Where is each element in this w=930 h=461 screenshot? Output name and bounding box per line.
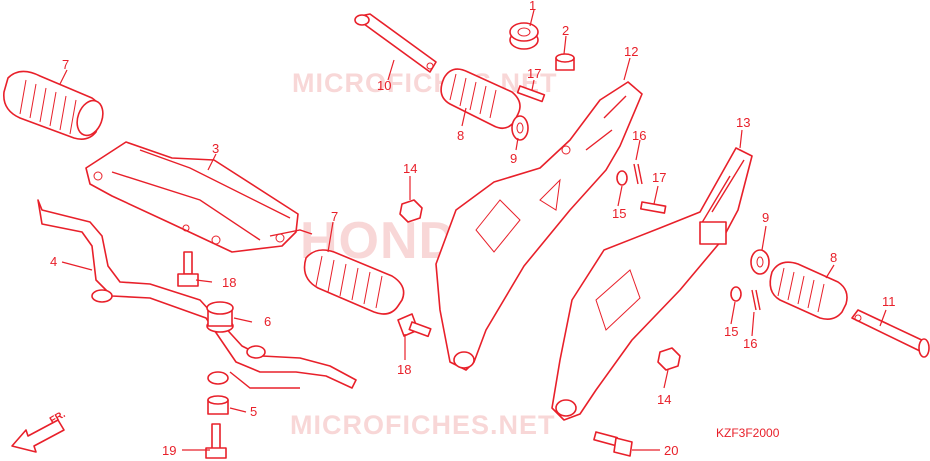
callout-20: 20 (664, 443, 678, 458)
callout-6: 6 (264, 314, 271, 329)
washer-15-upper-drawing (616, 170, 628, 186)
callout-16-lower: 16 (743, 336, 757, 351)
callout-15-upper: 15 (612, 206, 626, 221)
footpeg-left-drawing (769, 261, 848, 320)
callout-7-left: 7 (62, 57, 69, 72)
collar-drawing (207, 395, 229, 415)
callout-16-upper: 16 (632, 128, 646, 143)
footpeg-rubber-center-drawing (303, 249, 405, 315)
callout-2: 2 (562, 23, 569, 38)
watermark-top: MICROFICHES.NET (292, 68, 558, 98)
callout-9-upper: 9 (510, 151, 517, 166)
step-bar-drawing (37, 199, 357, 389)
watermark-bottom: MICROFICHES.NET (290, 410, 556, 440)
callout-1: 1 (529, 0, 536, 13)
callout-labels: 1 2 3 4 5 6 7 7 8 8 9 9 10 11 12 13 14 1… (50, 0, 896, 458)
bolt-left-drawing (177, 251, 199, 287)
front-arrow-icon (11, 419, 65, 453)
callout-18-left: 18 (222, 275, 236, 290)
callout-14-upper: 14 (403, 161, 417, 176)
step-holder-plate-drawing (85, 141, 313, 253)
front-direction-indicator: FR. (11, 409, 68, 453)
bolt-center-drawing (397, 313, 432, 338)
callout-18-center: 18 (397, 362, 411, 377)
small-pin-upper-drawing (516, 85, 546, 103)
footpeg-rubber-left-drawing (3, 70, 104, 140)
washer-lower-drawing (750, 249, 770, 275)
callout-12: 12 (624, 44, 638, 59)
diagram-code: KZF3F2000 (716, 426, 780, 440)
cotter-pin-lower-drawing (751, 289, 761, 311)
rubber-grommet-drawing (509, 22, 539, 50)
left-step-bracket-drawing (551, 147, 753, 421)
callout-8-left: 8 (830, 250, 837, 265)
callout-9-lower: 9 (762, 210, 769, 225)
callout-8-right: 8 (457, 128, 464, 143)
callout-15-lower: 15 (724, 324, 738, 339)
pivot-pin-upper-drawing (354, 13, 437, 73)
nut-upper-drawing (399, 199, 423, 223)
callout-14-lower: 14 (657, 392, 671, 407)
callout-7-center: 7 (331, 209, 338, 224)
callout-10: 10 (377, 78, 391, 93)
washer-upper-drawing (511, 115, 529, 141)
bolt-bottom-drawing (205, 423, 227, 459)
front-label: FR. (48, 409, 68, 427)
callout-13: 13 (736, 115, 750, 130)
callout-4: 4 (50, 254, 57, 269)
flange-bolt-drawing (593, 431, 633, 457)
callout-3: 3 (212, 141, 219, 156)
nut-lower-drawing (657, 347, 681, 371)
washer-15-lower-drawing (730, 286, 742, 302)
leader-lines (59, 9, 887, 451)
callout-5: 5 (250, 404, 257, 419)
rubber-mount-drawing (206, 301, 234, 333)
callout-19: 19 (162, 443, 176, 458)
callout-17-right: 17 (652, 170, 666, 185)
callout-17-upper: 17 (527, 66, 541, 81)
collar-upper-drawing (555, 53, 575, 71)
cotter-pin-upper-drawing (633, 163, 643, 185)
right-step-bracket-drawing (435, 81, 643, 371)
callout-11: 11 (882, 294, 896, 309)
small-pin-right-drawing (639, 201, 667, 214)
pivot-pin-lower-drawing (851, 309, 930, 358)
